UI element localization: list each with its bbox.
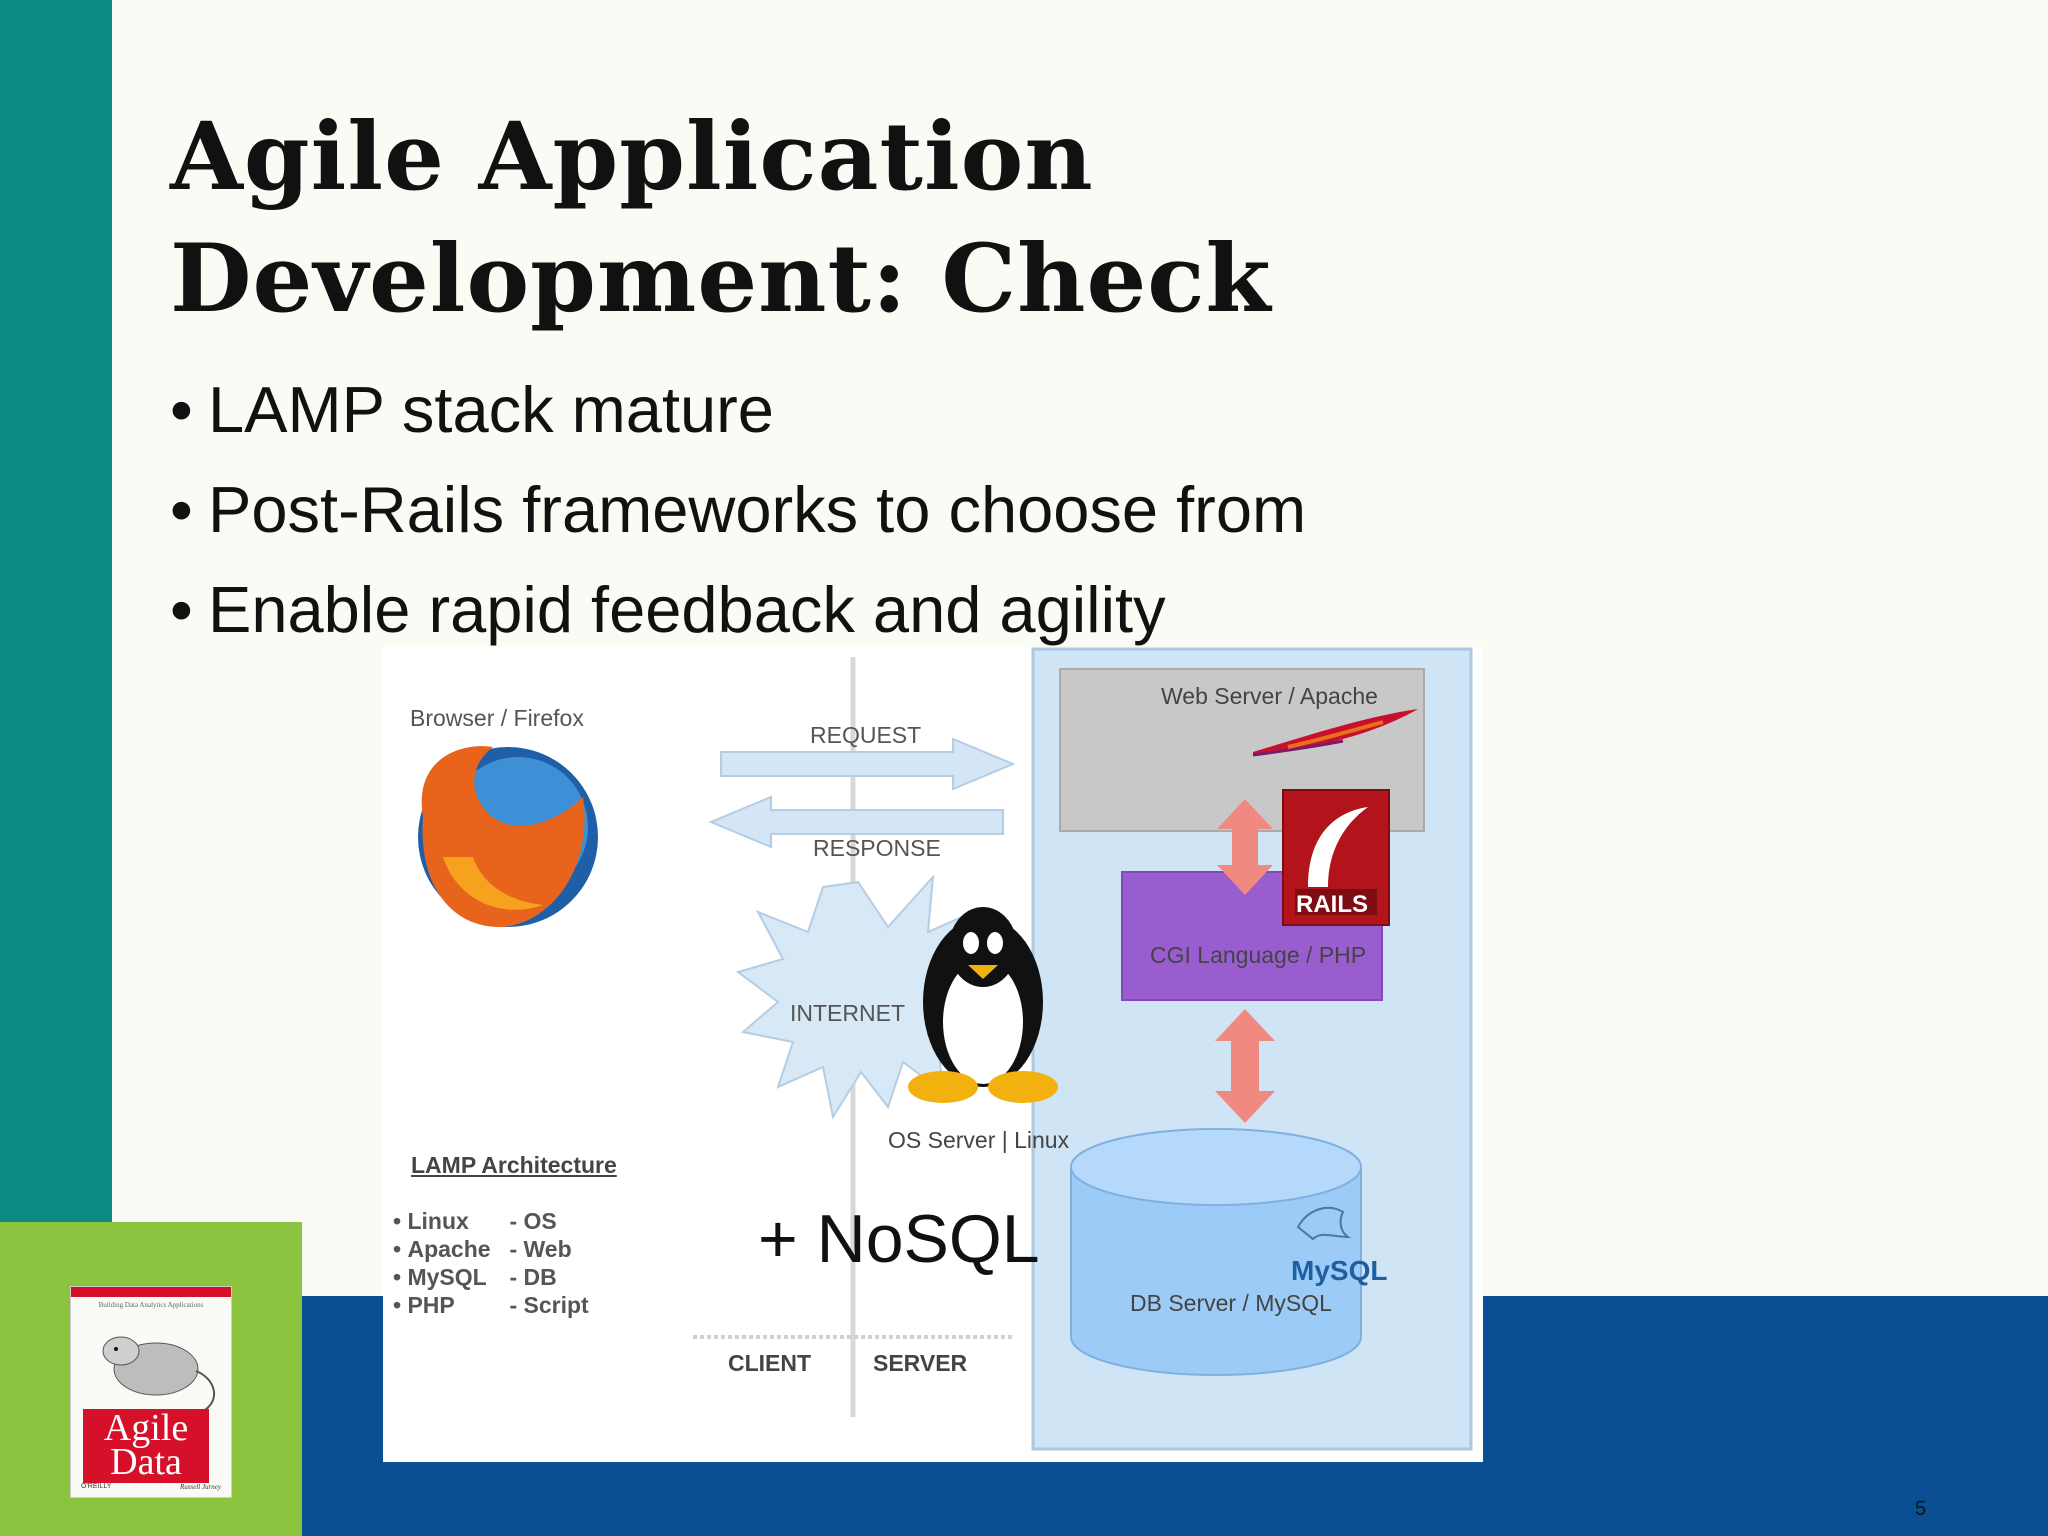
firefox-logo-icon <box>418 746 598 928</box>
slide-title: Agile Application Development: Check <box>170 96 1272 340</box>
internet-label: INTERNET <box>790 1000 905 1026</box>
lamp-item-role: - Script <box>509 1292 589 1318</box>
teal-side-bar <box>0 0 112 1222</box>
cgi-db-arrow <box>1215 1009 1275 1123</box>
page-number: 5 <box>1915 1498 1927 1520</box>
cgi-label: CGI Language / PHP <box>1150 942 1367 968</box>
slide-title-line-1: Agile Application <box>170 102 1094 212</box>
lamp-item-role: - DB <box>509 1264 557 1290</box>
browser-label: Browser / Firefox <box>410 705 584 731</box>
bullet-list: •LAMP stack mature •Post-Rails framework… <box>170 360 1306 660</box>
request-arrow <box>720 737 1016 791</box>
book-cover-stripe <box>71 1287 231 1297</box>
rails-logo-text: RAILS <box>1296 891 1368 918</box>
bullet-text: Post-Rails frameworks to choose from <box>208 473 1307 546</box>
agile-data-book-cover: Building Data Analytics Applications Agi… <box>70 1286 232 1498</box>
lamp-list-item: • Apache- Web <box>393 1236 572 1262</box>
mysql-dolphin-icon <box>1296 1207 1352 1241</box>
lamp-item-name: PHP <box>407 1292 455 1318</box>
book-publisher: O'REILLY <box>81 1483 112 1490</box>
bullet-item: •Enable rapid feedback and agility <box>170 560 1306 660</box>
book-subtitle: Building Data Analytics Applications <box>98 1301 204 1309</box>
lamp-item-role: - Web <box>509 1236 572 1262</box>
lamp-list-item: • MySQL- DB <box>393 1264 557 1290</box>
db-cylinder <box>1070 1128 1362 1376</box>
lamp-heading: LAMP Architecture <box>411 1152 617 1178</box>
diagram-graphics <box>418 647 1473 1451</box>
tux-penguin-icon <box>908 907 1058 1103</box>
lamp-item-role: - OS <box>509 1208 557 1234</box>
web-cgi-arrow <box>1217 799 1273 895</box>
apache-feather-icon <box>1252 709 1418 757</box>
bullet-text: Enable rapid feedback and agility <box>208 573 1166 646</box>
bullet-item: •Post-Rails frameworks to choose from <box>170 460 1306 560</box>
nosql-addendum: + NoSQL <box>758 1201 1040 1277</box>
os-server-label: OS Server | Linux <box>888 1127 1070 1153</box>
lamp-item-name: Linux <box>407 1208 469 1234</box>
rails-logo-icon <box>1282 789 1390 926</box>
lamp-list-item: • PHP- Script <box>393 1292 589 1318</box>
book-author: Russell Jurney <box>179 1483 221 1491</box>
lamp-list: • Linux- OS • Apache- Web • MySQL- DB • … <box>393 1207 589 1319</box>
lamp-list-item: • Linux- OS <box>393 1208 557 1234</box>
lamp-item-name: Apache <box>407 1236 491 1262</box>
slide-title-line-2: Development: Check <box>170 224 1272 334</box>
lamp-item-name: MySQL <box>407 1264 487 1290</box>
opossum-illustration-icon <box>102 1336 216 1412</box>
bullet-text: LAMP stack mature <box>208 373 774 446</box>
lamp-architecture-diagram: Browser / Firefox REQUEST RESPONSE INTER… <box>383 647 1483 1462</box>
bullet-item: •LAMP stack mature <box>170 360 1306 460</box>
response-arrow <box>708 795 1004 849</box>
web-server-label: Web Server / Apache <box>1161 683 1378 709</box>
book-title: Agile Data <box>83 1409 209 1483</box>
request-label: REQUEST <box>810 722 922 748</box>
db-server-label: DB Server / MySQL <box>1130 1290 1332 1316</box>
mysql-logo-text: MySQL <box>1291 1255 1388 1286</box>
response-label: RESPONSE <box>813 835 941 861</box>
bullet-dot: • <box>170 373 193 446</box>
bullet-dot: • <box>170 473 193 546</box>
client-label: CLIENT <box>728 1350 812 1376</box>
server-label: SERVER <box>873 1350 968 1376</box>
bullet-dot: • <box>170 573 193 646</box>
